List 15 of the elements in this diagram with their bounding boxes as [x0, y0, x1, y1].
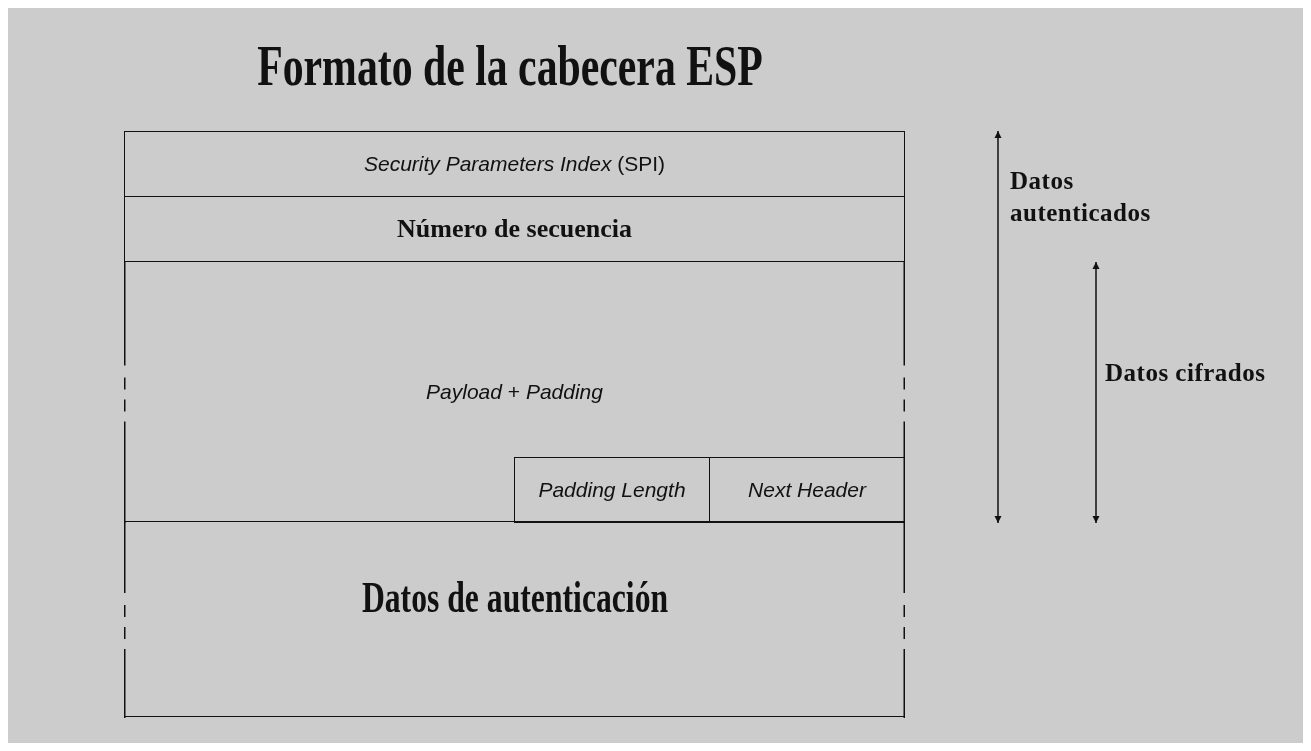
- field-label: Payload + Padding: [426, 379, 603, 404]
- field-row: [124, 261, 905, 522]
- field-row: [124, 521, 905, 717]
- field-row: [124, 196, 905, 262]
- field-label: Número de secuencia: [397, 214, 632, 244]
- field-cell: [514, 457, 710, 523]
- field-cell: [709, 457, 905, 523]
- field-row: [124, 131, 905, 197]
- range-label: Datos cifrados: [1105, 358, 1267, 388]
- field-label: Padding Length: [538, 478, 686, 502]
- field-label: Datos de autenticación: [361, 571, 668, 623]
- range-label: Datos autenticados: [1010, 166, 1152, 228]
- field-label: Security Parameters Index (SPI): [363, 152, 666, 176]
- field-label: Next Header: [748, 478, 866, 502]
- diagram-title: Formato de la cabecera ESP: [257, 34, 763, 98]
